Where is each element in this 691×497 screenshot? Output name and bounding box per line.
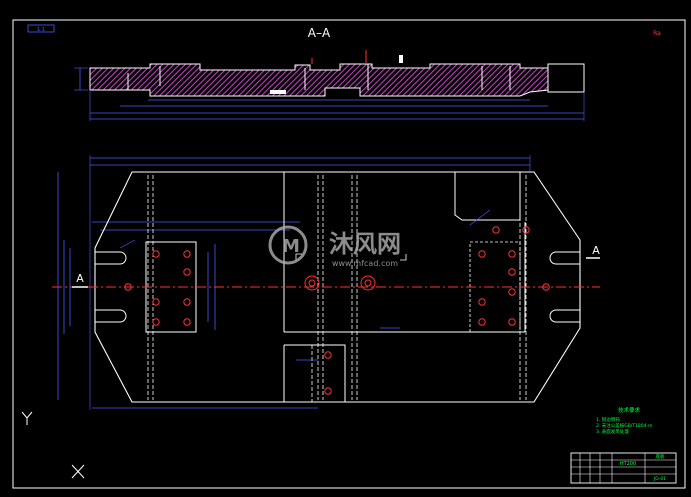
title-drawing-no: JG-01: [653, 476, 666, 482]
notes-title: 技术要求: [618, 406, 641, 414]
section-marker-right: A: [592, 244, 600, 257]
mounting-holes: [124, 226, 550, 395]
watermark: M 沐风网 www.mfcad.com: [268, 225, 401, 268]
plan-view: A A: [52, 155, 600, 410]
watermark-url: www.mfcad.com: [332, 259, 398, 268]
title-material: HT200: [620, 461, 636, 467]
svg-text:M: M: [282, 236, 300, 257]
watermark-brand: 沐风网: [329, 230, 401, 258]
ucs-icon: [21, 411, 85, 479]
note-line-1: 1. 锐边倒钝: [596, 416, 620, 423]
title-part-name: 底板: [656, 453, 665, 460]
roughness-note: Ra: [653, 30, 661, 37]
section-marker-tick: [399, 55, 403, 63]
locating-holes: [304, 275, 376, 291]
section-profile: [89, 63, 549, 97]
section-view: [74, 50, 585, 121]
sheet-tag: 1:1: [37, 27, 45, 33]
watermark-logo-icon: [268, 225, 308, 265]
drawing-border: [12, 19, 686, 489]
plate-outline: [94, 171, 581, 403]
section-end-block: [547, 63, 585, 93]
title-block: HT200 底板 JG-01: [570, 452, 677, 484]
section-marker-left: A: [76, 272, 84, 285]
technical-notes: 技术要求 1. 锐边倒钝 2. 未注公差按GB/T1804-m 3. 表面发黑处…: [596, 406, 653, 435]
sheet-tag-box: [27, 24, 55, 33]
section-title: A–A: [308, 26, 331, 40]
note-line-3: 3. 表面发黑处理: [596, 428, 629, 435]
note-line-2: 2. 未注公差按GB/T1804-m: [596, 422, 653, 429]
section-label-plate: [270, 90, 286, 94]
